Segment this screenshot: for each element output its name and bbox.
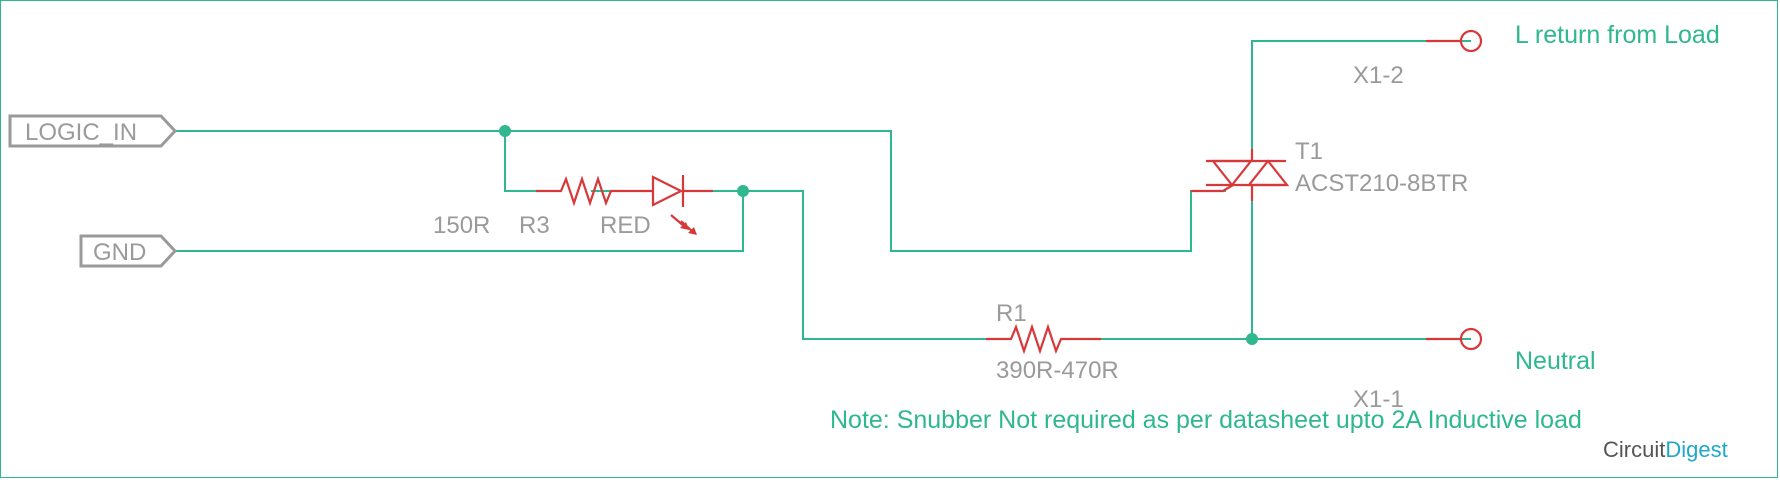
led-red	[651, 175, 713, 235]
wires	[175, 40, 1471, 340]
t1-value-label: ACST210-8BTR	[1295, 170, 1468, 197]
r1-ref-label: R1	[996, 300, 1027, 327]
logo-part-digest: Digest	[1665, 437, 1727, 462]
resistor-r1	[986, 323, 1101, 355]
port-gnd: GND	[79, 234, 178, 268]
junction-gnd	[737, 185, 749, 197]
resistor-r3	[536, 175, 651, 207]
snubber-note: Note: Snubber Not required as per datash…	[830, 406, 1582, 434]
wire-triac-top	[1251, 40, 1471, 151]
r3-ref-label: R3	[519, 212, 550, 239]
port-logic-in: LOGIC_IN	[8, 114, 178, 148]
x1-2-ref-label: X1-2	[1353, 62, 1404, 89]
triac-t1	[1191, 149, 1290, 201]
x1-1-ref-label: X1-1	[1353, 386, 1404, 413]
wire-to-r3	[504, 131, 536, 192]
wire-gnd	[175, 191, 744, 252]
circuitdigest-logo: CircuitDigest	[1603, 437, 1728, 462]
x1-1-net-label: Neutral	[1515, 347, 1596, 375]
logo-part-circuit: Circuit	[1603, 437, 1665, 462]
junction-logic-in	[499, 125, 511, 137]
terminal-x1-2	[1426, 29, 1483, 53]
wire-led-out	[711, 190, 996, 340]
port-logic-in-label: LOGIC_IN	[25, 119, 137, 146]
junction-neutral	[1246, 333, 1258, 345]
led-value-label: RED	[600, 212, 651, 239]
t1-ref-label: T1	[1295, 138, 1323, 165]
x1-2-net-label: L return from Load	[1515, 21, 1720, 49]
port-gnd-label: GND	[93, 239, 146, 266]
r3-value-label: 150R	[433, 212, 490, 239]
terminal-x1-1	[1426, 327, 1483, 351]
r1-value-label: 390R-470R	[996, 357, 1119, 384]
